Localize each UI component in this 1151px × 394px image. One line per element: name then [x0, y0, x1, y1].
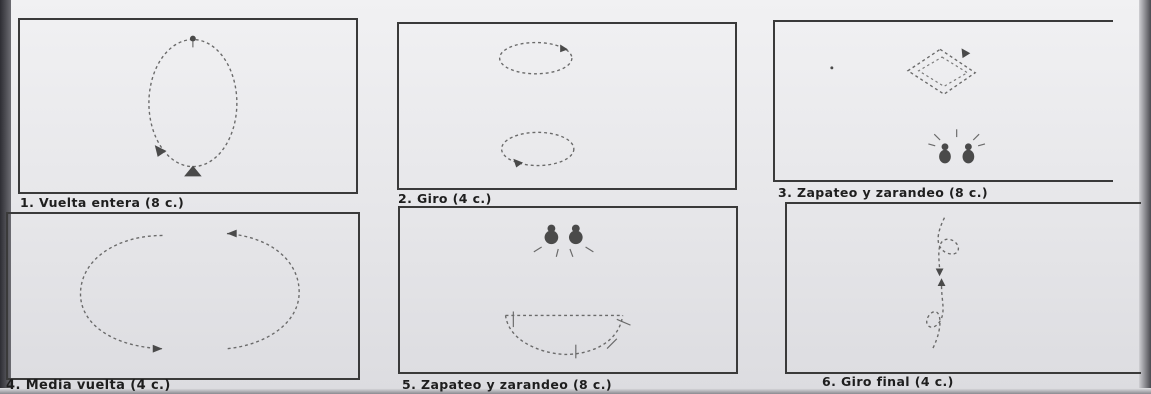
figure-3-caption: 3. Zapateo y zarandeo (8 c.)	[778, 185, 988, 200]
zarandeo-path-bottom	[504, 315, 624, 356]
figure-6-panel	[785, 202, 1141, 374]
direction-arrow-icon	[152, 344, 163, 353]
half-turn-path-left	[79, 234, 163, 350]
direction-arrow-icon	[961, 48, 971, 59]
photo-edge-left	[0, 0, 11, 394]
dancer-marker-top	[189, 35, 196, 42]
figure-2-panel	[397, 22, 737, 190]
photo-edge-right	[1139, 0, 1151, 394]
direction-arrow-icon	[513, 158, 524, 168]
direction-arrow-icon	[226, 229, 237, 238]
figure-5-panel	[398, 206, 738, 374]
figure-1-panel	[18, 18, 358, 194]
zapateo-path-outer	[906, 48, 977, 95]
direction-arrow-icon	[935, 268, 944, 277]
figure-6-caption: 6. Giro final (4 c.)	[822, 374, 954, 389]
direction-arrow-icon	[560, 44, 568, 53]
figure-4-caption: 4. Media vuelta (4 c.)	[6, 378, 171, 393]
turn-path-lower	[500, 131, 575, 167]
figure-3-diagram	[830, 48, 986, 164]
dancer-dot	[830, 66, 834, 70]
figure-4-diagram	[79, 229, 300, 353]
direction-arrow-icon	[937, 278, 946, 287]
dancer-marker-bottom	[184, 165, 202, 177]
figure-5-diagram	[504, 224, 631, 359]
figure-2-caption: 2. Giro (4 c.)	[398, 191, 492, 206]
step-mark	[606, 338, 618, 349]
figure-5-caption: 5. Zapateo y zarandeo (8 c.)	[402, 377, 612, 392]
figure-6-diagram	[926, 217, 960, 349]
direction-arrow-icon	[154, 145, 167, 157]
figure-3-panel	[773, 20, 1113, 182]
step-mark	[616, 318, 631, 326]
final-turn-path-lower	[926, 286, 944, 349]
shoes-icon	[533, 224, 594, 258]
photo-edge-bottom	[0, 388, 1151, 394]
half-turn-path-right	[226, 232, 300, 350]
turn-path-upper	[498, 41, 573, 75]
full-turn-path	[148, 38, 238, 168]
figure-1-caption: 1. Vuelta entera (8 c.)	[20, 195, 185, 210]
shoes-icon	[928, 129, 986, 164]
figure-4-panel	[6, 212, 360, 380]
figure-2-diagram	[498, 41, 575, 168]
figure-1-diagram	[148, 35, 238, 177]
final-turn-path-upper	[937, 217, 960, 269]
